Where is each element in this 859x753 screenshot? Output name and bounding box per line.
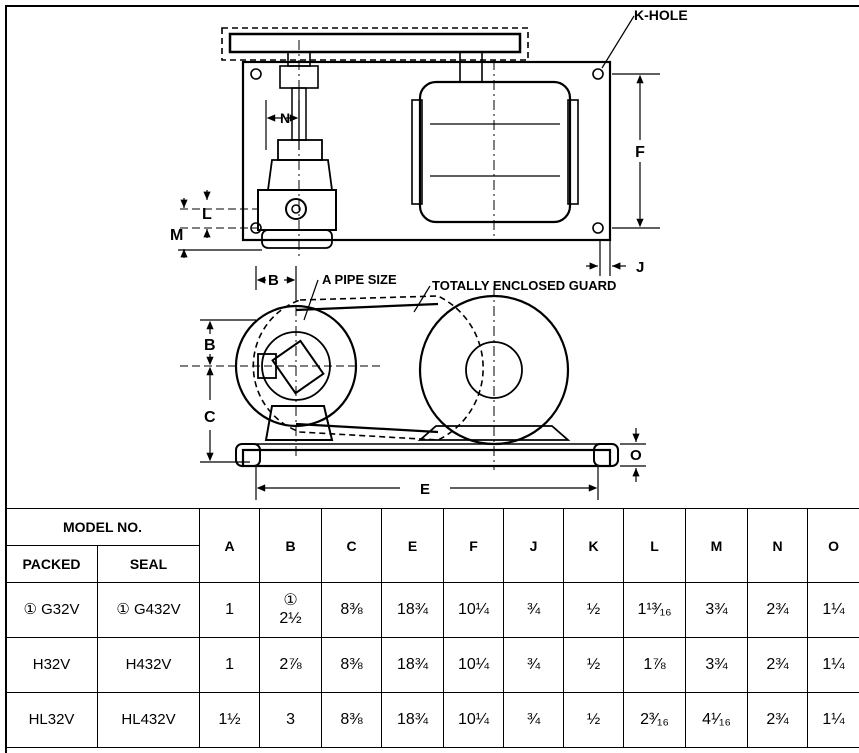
- cell-dimension: 8⅜: [321, 692, 383, 748]
- cell-dimension: 8⅜: [321, 637, 383, 693]
- pump-assembly-drawing: K-HOLE N F L M J B A PIPE SIZE TOTALLY E…: [170, 7, 688, 500]
- label-c: C: [204, 409, 216, 426]
- cell-dimension: 1: [199, 582, 261, 638]
- cell-dimension: 2¾: [747, 582, 809, 638]
- cell-seal-model: HL432V: [96, 692, 201, 748]
- header-dim: C: [321, 508, 383, 583]
- label-e: E: [420, 481, 430, 498]
- mount-hole-icon: [250, 68, 262, 80]
- cell-dimension: 3¾: [685, 637, 749, 693]
- cell-dimension: 3: [259, 692, 323, 748]
- label-k-hole: K-HOLE: [634, 7, 688, 23]
- page-frame: [5, 5, 859, 753]
- cell-dimension: 18¾: [381, 582, 445, 638]
- label-guard: TOTALLY ENCLOSED GUARD: [432, 278, 616, 293]
- cell-seal-model: ① G432V: [96, 582, 201, 638]
- label-f: F: [635, 144, 645, 161]
- label-j: J: [636, 259, 644, 276]
- side-view: [180, 286, 619, 470]
- cell-dimension: 10¼: [443, 582, 505, 638]
- cell-dimension: ½: [563, 637, 625, 693]
- header-model-no: MODEL NO.: [4, 508, 201, 546]
- cell-dimension: 10¼: [443, 637, 505, 693]
- top-view-dimensions: [178, 15, 660, 276]
- cell-dimension: ¾: [503, 582, 565, 638]
- label-l: L: [202, 206, 212, 223]
- header-dim: B: [259, 508, 323, 583]
- label-m: M: [170, 227, 183, 244]
- cell-dimension: 3¾: [685, 582, 749, 638]
- cell-dimension: 1¼: [807, 637, 859, 693]
- cell-dimension: 1¹³⁄₁₆: [623, 582, 687, 638]
- header-dim: K: [563, 508, 625, 583]
- header-dim: N: [747, 508, 809, 583]
- header-dim: M: [685, 508, 749, 583]
- mount-hole-icon: [592, 222, 604, 234]
- cell-dimension: ¾: [503, 637, 565, 693]
- cell-packed-model: H32V: [5, 637, 98, 693]
- header-dim: A: [199, 508, 261, 583]
- label-n: N: [280, 110, 290, 126]
- base-plate: [241, 60, 612, 242]
- label-b-top: B: [268, 272, 279, 289]
- cell-dimension: 1½: [199, 692, 261, 748]
- side-base-plate: [241, 448, 612, 468]
- cell-dimension: 18¾: [381, 692, 445, 748]
- cell-dimension: 1⅞: [623, 637, 687, 693]
- cell-dimension: 10¼: [443, 692, 505, 748]
- label-o: O: [630, 447, 642, 464]
- header-dim: J: [503, 508, 565, 583]
- header-dim: O: [807, 508, 859, 583]
- cell-dimension: ① 2½: [259, 582, 323, 638]
- cell-dimension: 2⅞: [259, 637, 323, 693]
- mount-hole-icon: [250, 222, 262, 234]
- header-seal: SEAL: [96, 545, 201, 583]
- cell-dimension: 18¾: [381, 637, 445, 693]
- header-packed: PACKED: [5, 545, 98, 583]
- cell-dimension: 1¼: [807, 692, 859, 748]
- dimension-table: MODEL NO. A B C E F J K L M N O PACKED S…: [4, 508, 859, 748]
- belt-guard-body: [228, 32, 522, 54]
- header-dim: E: [381, 508, 445, 583]
- cell-dimension: ¾: [503, 692, 565, 748]
- top-view: [180, 27, 612, 260]
- cell-seal-model: H432V: [96, 637, 201, 693]
- cell-dimension: 2¾: [747, 692, 809, 748]
- label-b-side: B: [204, 337, 216, 354]
- header-dim: L: [623, 508, 687, 583]
- cell-dimension: 1¼: [807, 582, 859, 638]
- cell-dimension: 2¾: [747, 637, 809, 693]
- mount-hole-icon: [592, 68, 604, 80]
- cell-dimension: 2³⁄₁₆: [623, 692, 687, 748]
- cell-dimension: 1: [199, 637, 261, 693]
- cell-dimension: ½: [563, 582, 625, 638]
- label-a-pipe-size: A PIPE SIZE: [322, 272, 397, 287]
- belt-guard-outline: [221, 27, 529, 61]
- cell-dimension: ½: [563, 692, 625, 748]
- cell-dimension: 4¹⁄₁₆: [685, 692, 749, 748]
- header-dim: F: [443, 508, 505, 583]
- cell-dimension: 8⅜: [321, 582, 383, 638]
- side-view-dimensions: [200, 266, 646, 500]
- cell-packed-model: HL32V: [5, 692, 98, 748]
- cell-packed-model: ① G32V: [5, 582, 98, 638]
